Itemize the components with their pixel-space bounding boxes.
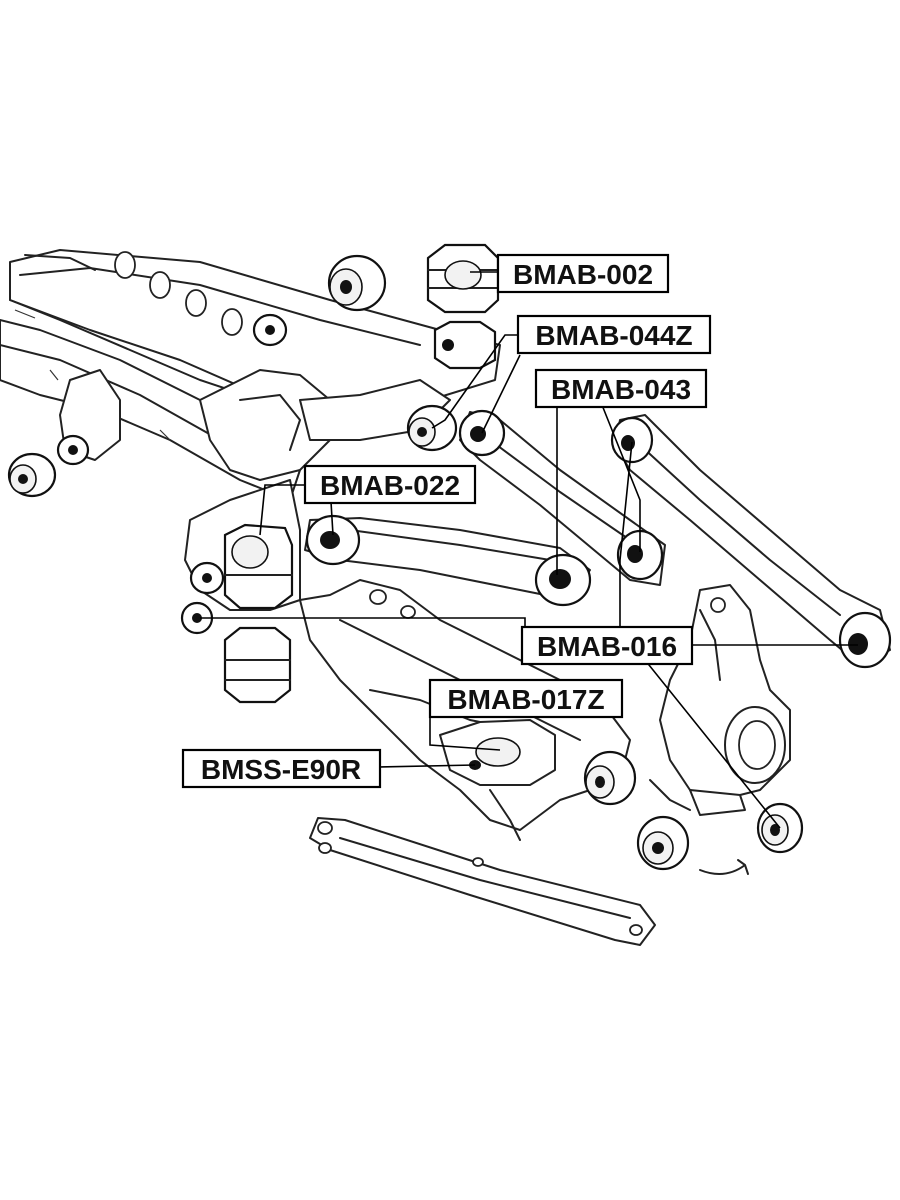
label-bmab-044z-text: BMAB-044Z — [535, 320, 692, 351]
label-bmss-e90r: BMSS-E90R — [181, 748, 382, 789]
label-bmab-017z-text: BMAB-017Z — [447, 684, 604, 715]
label-bmab-016: BMAB-016 — [520, 625, 694, 666]
label-bmab-002-text: BMAB-002 — [513, 259, 653, 290]
label-bmss-e90r-text: BMSS-E90R — [201, 754, 361, 785]
large-bushing-upper — [223, 523, 294, 610]
subframe-bushing-mount-right — [252, 313, 288, 347]
control-arm-043 — [610, 414, 892, 669]
small-bushing-left — [180, 601, 214, 635]
large-bushing-lower — [223, 626, 292, 704]
subframe-bushing-mount-left — [56, 434, 90, 466]
label-bmab-044z: BMAB-044Z — [516, 314, 712, 355]
label-bmab-016-text: BMAB-016 — [537, 631, 677, 662]
knuckle-bushing-left — [636, 815, 690, 871]
label-bmab-022: BMAB-022 — [303, 464, 477, 505]
lower-arm-bushing — [583, 750, 637, 806]
subframe-bushing-left — [7, 452, 57, 498]
control-arm-022 — [304, 514, 592, 607]
label-bmab-022-text: BMAB-022 — [320, 470, 460, 501]
label-bmab-043: BMAB-043 — [534, 368, 708, 409]
differential-mount-bushing — [426, 243, 500, 370]
label-bmab-017z: BMAB-017Z — [428, 678, 624, 719]
toe-link-bar — [309, 817, 656, 946]
subframe — [0, 249, 501, 611]
leader-lines — [200, 271, 858, 829]
wheel-carrier — [649, 584, 791, 816]
subframe-bushing-lower-left — [189, 561, 225, 595]
label-bmab-043-text: BMAB-043 — [551, 374, 691, 405]
subframe-bushing-top — [327, 254, 387, 312]
rotation-arrow — [699, 859, 749, 875]
label-bmab-002: BMAB-002 — [496, 253, 670, 294]
